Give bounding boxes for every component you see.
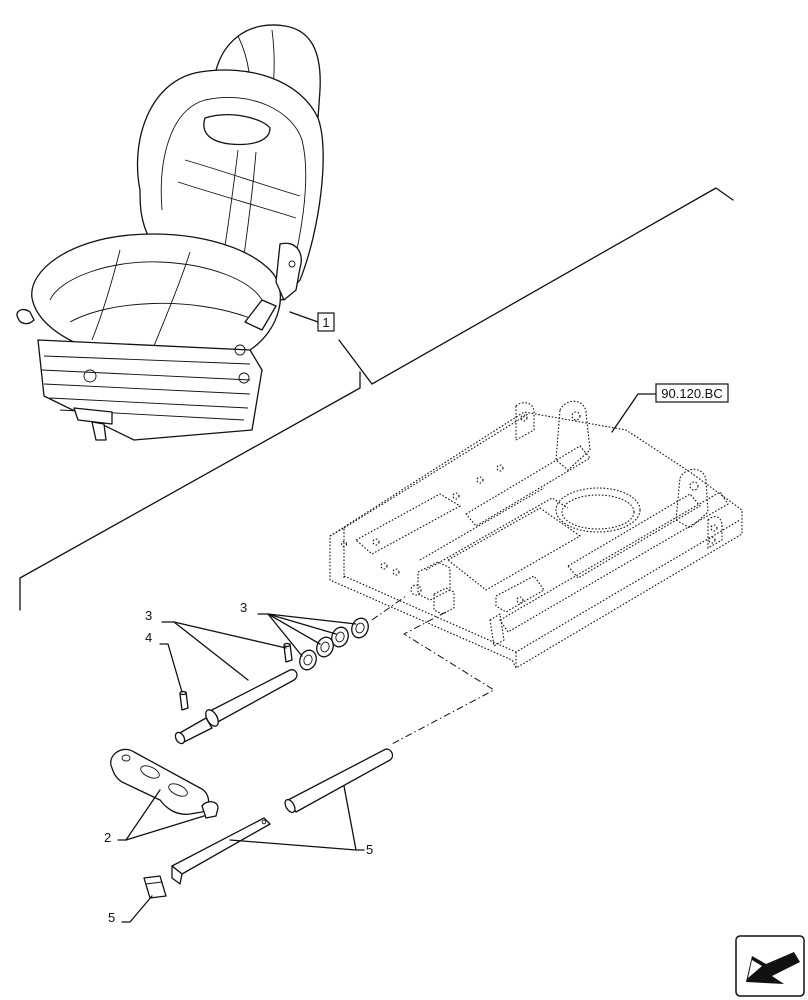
rods-callout-label: 5 [366, 842, 373, 857]
pin-callout-label: 3 [145, 608, 152, 623]
pivot-pin [174, 669, 298, 745]
handle: 2 [104, 748, 219, 845]
rods-callout: 5 [229, 785, 373, 857]
alignment-lines [371, 595, 496, 745]
handle-callout-label: 2 [104, 830, 111, 845]
frame-reference-callout: 90.120.BC [655, 383, 729, 403]
seat-callout-label: 1 [322, 315, 329, 330]
washers-callout-label: 3 [240, 600, 247, 615]
clip: 5 [108, 875, 167, 925]
callouts-3-4: 3 3 4 [145, 600, 357, 693]
small-pin [283, 642, 293, 663]
seat-callout: 1 [317, 312, 335, 332]
roll-pin-callout-label: 4 [145, 630, 152, 645]
arrow-icon[interactable] [735, 935, 805, 997]
operator-seat [16, 24, 324, 441]
rod [284, 748, 394, 814]
clip-callout-label: 5 [108, 910, 115, 925]
strap [171, 817, 271, 885]
boundary-lines [19, 187, 734, 611]
frame-reference-label: 90.120.BC [661, 386, 722, 401]
roll-pin [179, 690, 189, 711]
washers [299, 617, 369, 671]
seat-mounting-frame [329, 393, 743, 669]
